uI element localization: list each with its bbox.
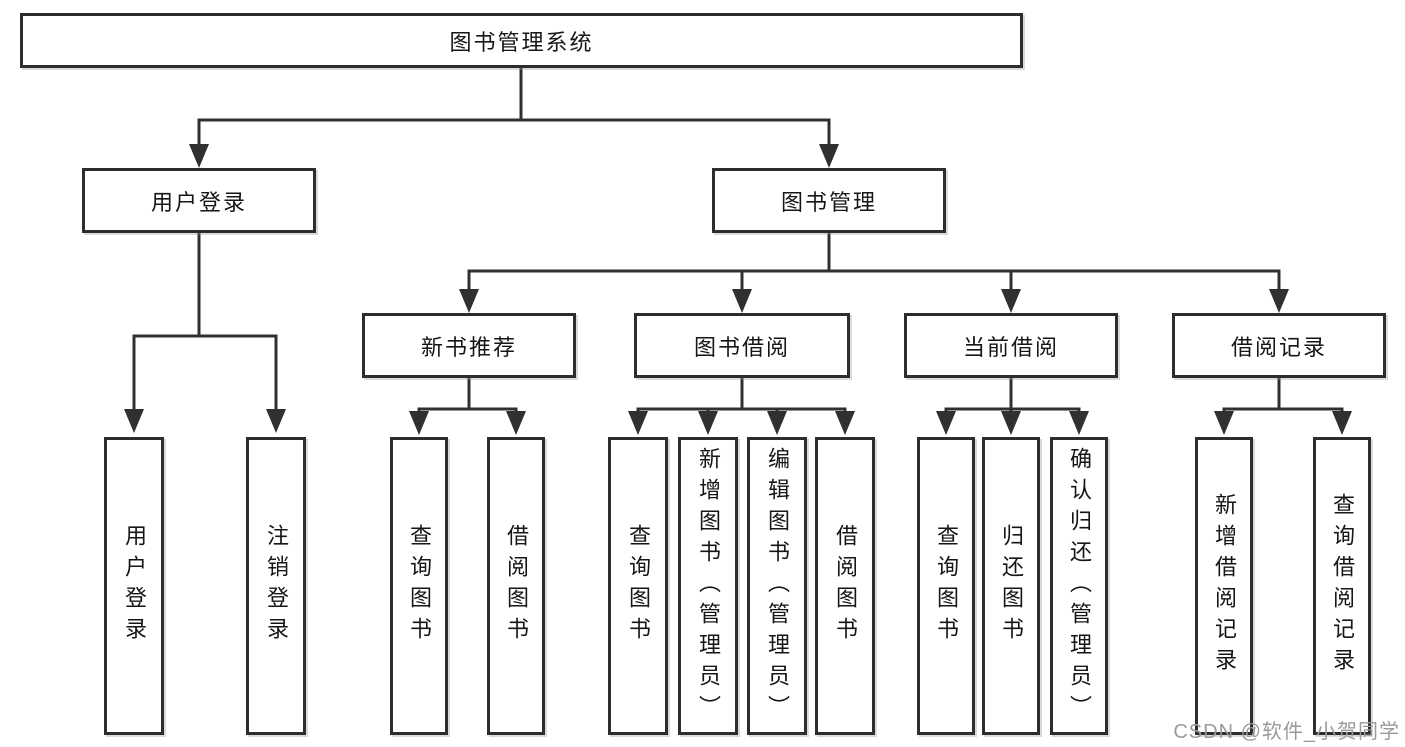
- node-label: 新书推荐: [420, 334, 517, 360]
- node-label: 新增图书（管理员）: [696, 446, 721, 726]
- arrowheads: [124, 144, 1352, 435]
- node-label: 编辑图书（管理员）: [765, 446, 790, 726]
- node-label: 新增借阅记录: [1212, 493, 1237, 679]
- node-label: 图书借阅: [693, 334, 790, 360]
- node-label: 图书管理: [780, 189, 877, 215]
- node-label: 归还图书: [999, 524, 1024, 648]
- node-label: 查询图书: [407, 524, 432, 648]
- node-label: 当前借阅: [962, 334, 1059, 360]
- node-label: 借阅图书: [504, 524, 529, 648]
- node-label: 借阅记录: [1230, 334, 1327, 360]
- node-borrow-books-recommend: 借阅图书: [487, 437, 545, 735]
- node-query-borrow-record: 查询借阅记录: [1313, 437, 1371, 735]
- node-confirm-return-admin: 确认归还（管理员）: [1050, 437, 1108, 735]
- node-borrow-books-borrow: 借阅图书: [815, 437, 875, 735]
- node-label: 确认归还（管理员）: [1067, 446, 1092, 726]
- node-book-borrowing: 图书借阅: [634, 313, 850, 378]
- node-query-books-recommend: 查询图书: [390, 437, 448, 735]
- node-return-book: 归还图书: [982, 437, 1040, 735]
- node-library-system: 图书管理系统: [20, 13, 1023, 68]
- node-new-book-recommendation: 新书推荐: [362, 313, 576, 378]
- watermark-text: CSDN @软件_小贺同学: [1173, 721, 1400, 743]
- node-current-borrowing: 当前借阅: [904, 313, 1118, 378]
- node-label: 查询借阅记录: [1330, 493, 1355, 679]
- node-user-login: 用户登录: [82, 168, 316, 233]
- node-label: 用户登录: [122, 524, 147, 648]
- node-add-borrow-record: 新增借阅记录: [1195, 437, 1253, 735]
- node-logout-action: 注销登录: [246, 437, 306, 735]
- node-label: 借阅图书: [833, 524, 858, 648]
- node-user-login-action: 用户登录: [104, 437, 164, 735]
- node-add-book-admin: 新增图书（管理员）: [678, 437, 738, 735]
- node-query-books-current: 查询图书: [917, 437, 975, 735]
- node-label: 用户登录: [150, 189, 247, 215]
- node-label: 注销登录: [264, 524, 289, 648]
- node-edit-book-admin: 编辑图书（管理员）: [747, 437, 807, 735]
- node-book-management: 图书管理: [712, 168, 946, 233]
- node-borrowing-records: 借阅记录: [1172, 313, 1386, 378]
- node-query-books-borrow: 查询图书: [608, 437, 668, 735]
- node-label: 图书管理系统: [449, 29, 594, 55]
- node-label: 查询图书: [626, 524, 651, 648]
- node-label: 查询图书: [934, 524, 959, 648]
